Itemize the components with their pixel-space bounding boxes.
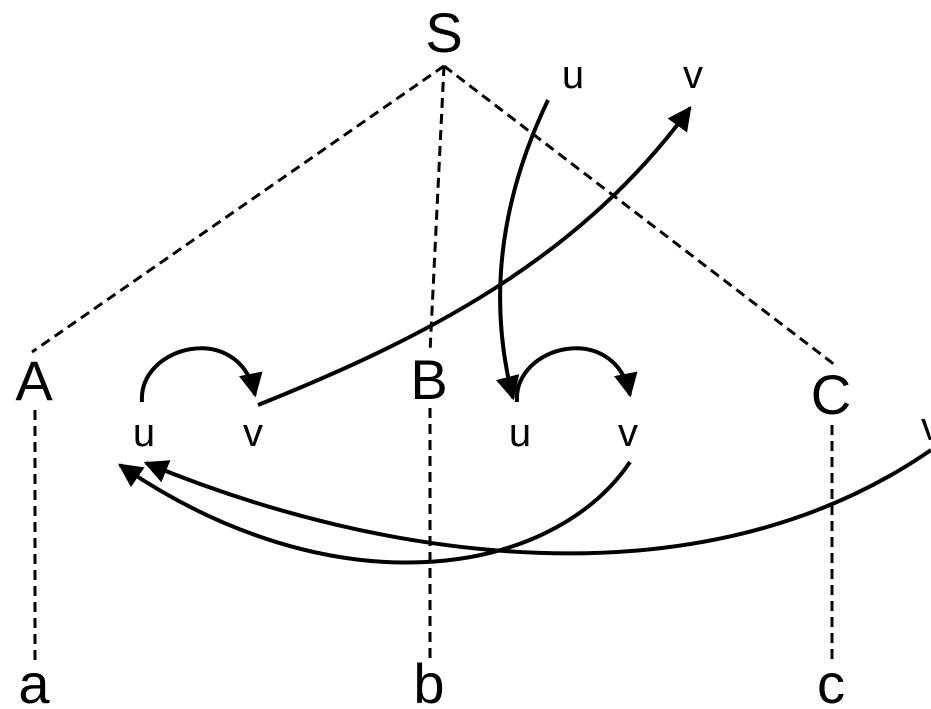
arc-c-v-to-a-u: [143, 448, 931, 556]
attr-c-v: v: [921, 405, 931, 449]
node-a: A: [15, 349, 53, 412]
leaf-c: c: [817, 652, 845, 709]
node-s: S: [425, 1, 462, 64]
arc-s-u-to-b-u: [495, 99, 550, 401]
edge-s-to-b: [428, 65, 446, 353]
arc-b-v-to-a-u: [118, 460, 632, 565]
attr-b-v: v: [618, 411, 638, 455]
edge-s-to-a: [31, 64, 445, 354]
attr-b-u: u: [509, 411, 531, 455]
arc-b-u-to-b-v: [514, 346, 638, 403]
edge-s-to-c: [443, 64, 836, 367]
attr-a-v: v: [243, 411, 263, 455]
node-c: C: [811, 363, 851, 426]
leaf-b: b: [413, 652, 444, 709]
node-b: B: [410, 348, 447, 411]
arc-a-v-to-s-v: [257, 106, 692, 407]
attr-a-u: u: [133, 411, 155, 455]
arc-a-u-to-a-v: [139, 346, 263, 403]
attr-s-u: u: [562, 53, 584, 97]
attr-s-v: v: [683, 53, 703, 97]
leaf-a: a: [18, 652, 50, 709]
